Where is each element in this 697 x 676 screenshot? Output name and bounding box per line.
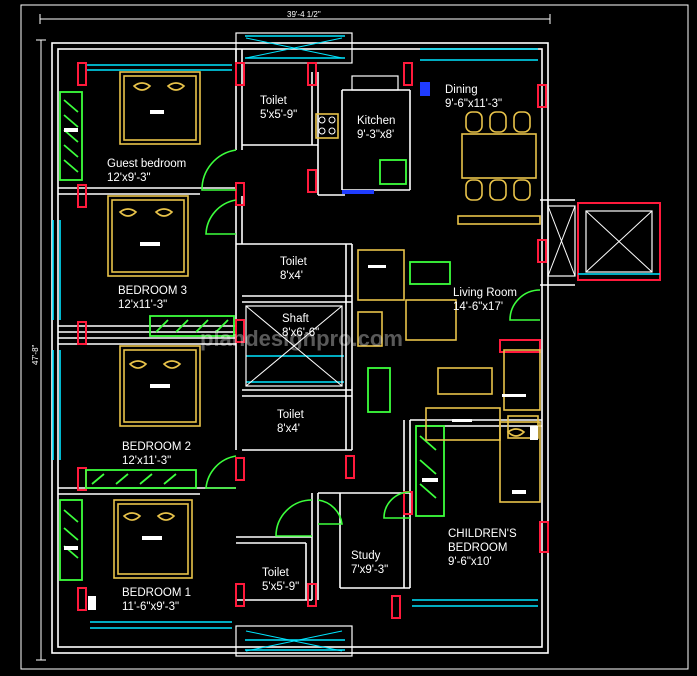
size-shaft: 8'x6'-6" bbox=[282, 327, 319, 339]
size-toilet-top: 5'x5'-9" bbox=[260, 109, 297, 121]
interior-walls bbox=[58, 49, 575, 601]
label-shaft: Shaft bbox=[282, 313, 310, 325]
size-bedroom1: 11'-6"x9'-3" bbox=[122, 601, 179, 613]
label-toilet-mid-upper: Toilet bbox=[280, 256, 308, 268]
size-guest-bedroom: 12'x9'-3" bbox=[107, 172, 151, 184]
kitchen-fixtures bbox=[315, 75, 430, 194]
label-kitchen: Kitchen bbox=[357, 115, 395, 127]
size-bedroom2: 12'x11'-3" bbox=[122, 455, 171, 467]
living-furniture bbox=[357, 249, 541, 441]
windows bbox=[52, 35, 538, 651]
label-toilet-bottom: Toilet bbox=[262, 567, 290, 579]
white-markers bbox=[88, 426, 538, 610]
size-living-room: 14'-6"x17' bbox=[453, 301, 503, 313]
watermark: plandesignpro.com bbox=[200, 326, 403, 351]
vent-boxes bbox=[235, 32, 353, 657]
label-living-room: Living Room bbox=[453, 287, 517, 299]
size-study: 7'x9'-3" bbox=[351, 564, 388, 576]
top-dimension-line: 39'-4 1/2" bbox=[39, 10, 551, 24]
left-dimension-text: 47'-8" bbox=[31, 344, 40, 365]
lift-block bbox=[547, 202, 661, 281]
drawing-border bbox=[20, 4, 689, 670]
left-dimension-line: 47'-8" bbox=[31, 39, 46, 661]
shaft-symbol bbox=[245, 305, 343, 387]
size-dining: 9'-6"x11'-3" bbox=[445, 98, 502, 110]
size-toilet-bottom: 5'x5'-9" bbox=[262, 581, 299, 593]
size-childrens-bedroom: 9'-6"x10' bbox=[448, 556, 492, 568]
label-toilet-top: Toilet bbox=[260, 95, 288, 107]
bed-bedroom1 bbox=[113, 499, 193, 579]
dining-set bbox=[457, 111, 541, 225]
label-bedroom1: BEDROOM 1 bbox=[122, 587, 191, 599]
label-bedroom2: BEDROOM 2 bbox=[122, 441, 191, 453]
size-kitchen: 9'-3"x8' bbox=[357, 129, 394, 141]
label-bedroom3: BEDROOM 3 bbox=[118, 285, 187, 297]
label-toilet-mid-lower: Toilet bbox=[277, 409, 305, 421]
size-toilet-mid-upper: 8'x4' bbox=[280, 270, 303, 282]
bed-bedroom2 bbox=[119, 345, 201, 427]
doors bbox=[201, 149, 541, 537]
bed-childrens bbox=[499, 421, 541, 503]
label-dining: Dining bbox=[445, 84, 478, 96]
label-childrens-bedroom-2: BEDROOM bbox=[448, 542, 507, 554]
size-toilet-mid-lower: 8'x4' bbox=[277, 423, 300, 435]
top-dimension-text: 39'-4 1/2" bbox=[287, 10, 321, 19]
bed-bedroom3 bbox=[107, 195, 189, 277]
bed-guest bbox=[119, 71, 201, 145]
label-childrens-bedroom-1: CHILDREN'S bbox=[448, 528, 517, 540]
wardrobes bbox=[59, 91, 451, 581]
room-labels: Toilet 5'x5'-9" Kitchen 9'-3"x8' Dining … bbox=[107, 84, 517, 613]
size-bedroom3: 12'x11'-3" bbox=[118, 299, 167, 311]
label-guest-bedroom: Guest bedroom bbox=[107, 158, 186, 170]
label-study: Study bbox=[351, 550, 381, 562]
